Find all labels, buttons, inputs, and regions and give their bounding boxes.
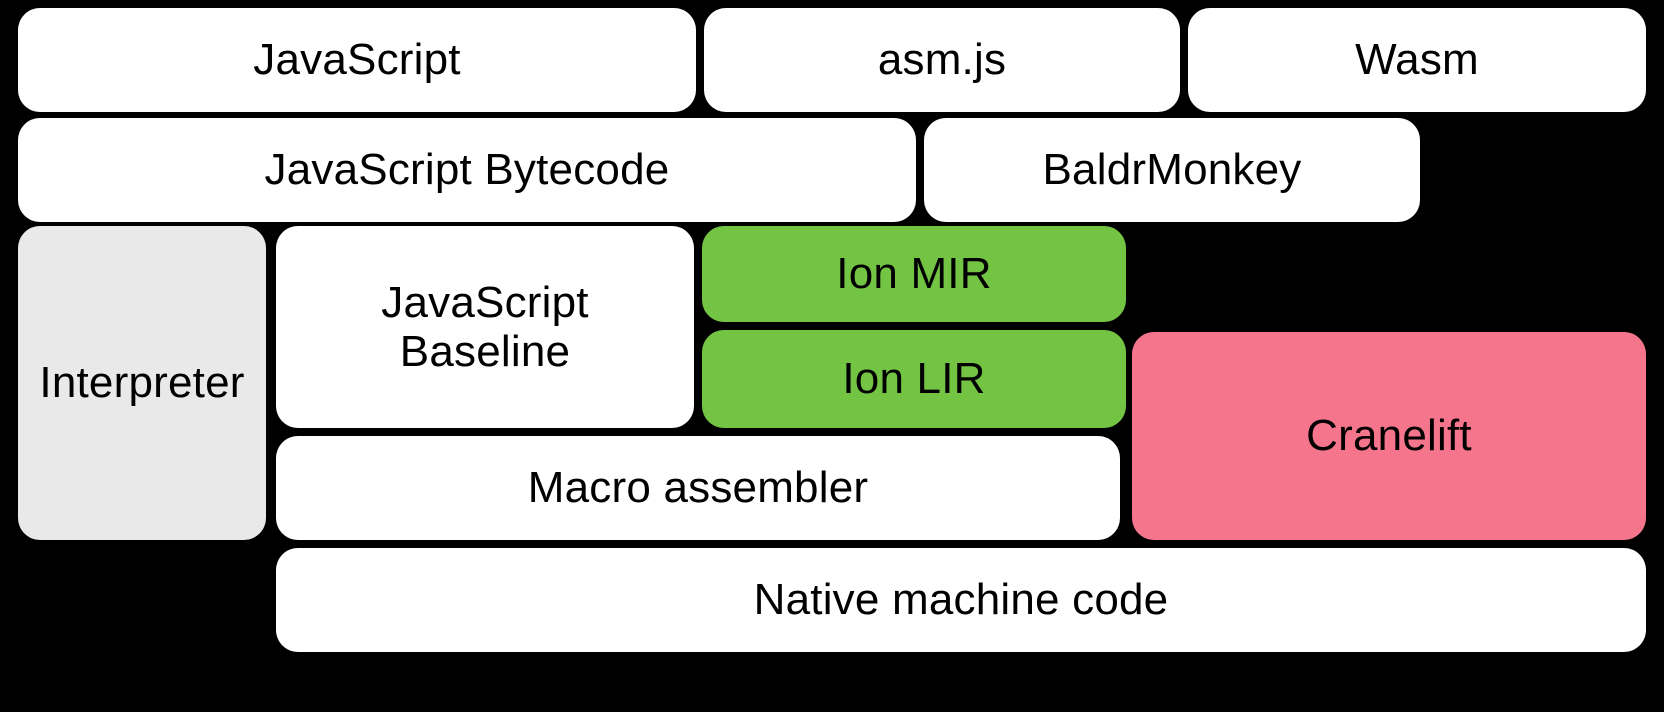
node-baldrmonkey: BaldrMonkey xyxy=(924,118,1420,222)
node-interpreter: Interpreter xyxy=(18,226,266,540)
node-native-machine-code: Native machine code xyxy=(276,548,1646,652)
node-javascript-bytecode: JavaScript Bytecode xyxy=(18,118,916,222)
node-macro-assembler: Macro assembler xyxy=(276,436,1120,540)
node-asm-js: asm.js xyxy=(704,8,1180,112)
node-ion-lir: Ion LIR xyxy=(702,330,1126,428)
node-cranelift: Cranelift xyxy=(1132,332,1646,540)
node-javascript-baseline: JavaScript Baseline xyxy=(276,226,694,428)
node-ion-mir: Ion MIR xyxy=(702,226,1126,322)
node-wasm: Wasm xyxy=(1188,8,1646,112)
node-javascript: JavaScript xyxy=(18,8,696,112)
